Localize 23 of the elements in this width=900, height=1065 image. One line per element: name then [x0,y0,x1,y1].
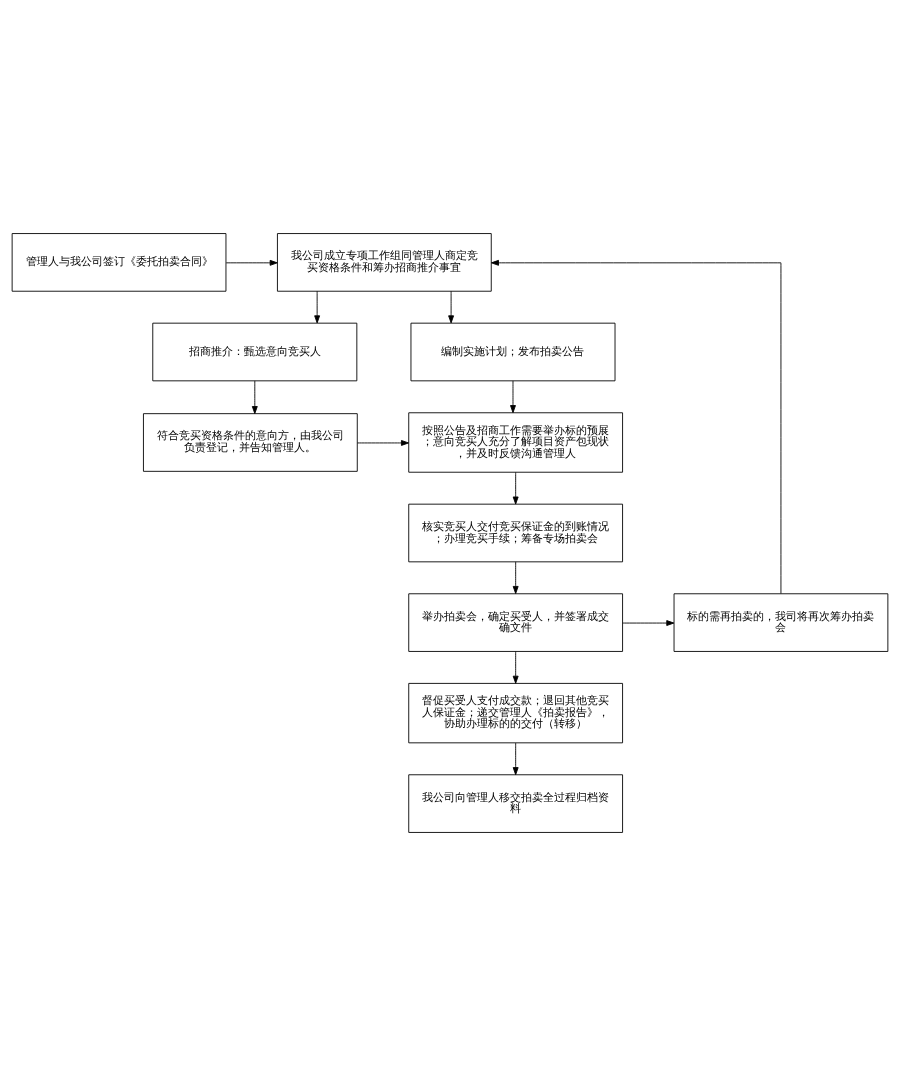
node-box: 管理人与我公司签订《委托拍卖合同》 [11,232,227,292]
arrow [357,439,409,446]
node-box: 符合竞买资格条件的意向方，由我公司负责登记，并告知管理人。 [143,412,358,472]
arrow [510,379,516,413]
arrow [622,619,675,626]
node-box: 标的需再拍卖的，我司将再次筹办拍卖会 [673,592,889,652]
arrow [314,290,321,323]
node-box: 按照公告及招商工作需要举办标的预展；意向竞买人充分了解项目资产包现状，并及时反馈沟通管理人 [408,411,623,473]
node-box: 我公司成立专项工作组同管理人商定竞买资格条件和筹办招商推介事宜 [277,232,492,292]
node-box: 编制实施计划；发布拍卖公告 [410,322,616,381]
arrow [512,650,519,684]
arrow [512,471,519,504]
node-box: 督促买受人支付成交款；退回其他竞买人保证金；递交管理人《拍卖报告》，协助办理标的的交付（转移） [408,682,623,743]
arrow [448,290,455,323]
arrow [225,259,278,266]
node-box: 核实竞买人交付竞买保证金的到账情况；办理竞买手续；筹备专场拍卖会 [408,503,623,562]
node-box: 举办拍卖会，确定买受人，并签署成交确文件 [408,592,623,652]
arrow [512,742,519,775]
node-box: 招商推介：甄选意向竞买人 [152,322,358,381]
arrow [512,560,519,594]
arrow [490,259,782,594]
node-box: 我公司向管理人移交拍卖全过程归档资料 [408,773,623,833]
arrow [251,379,258,414]
